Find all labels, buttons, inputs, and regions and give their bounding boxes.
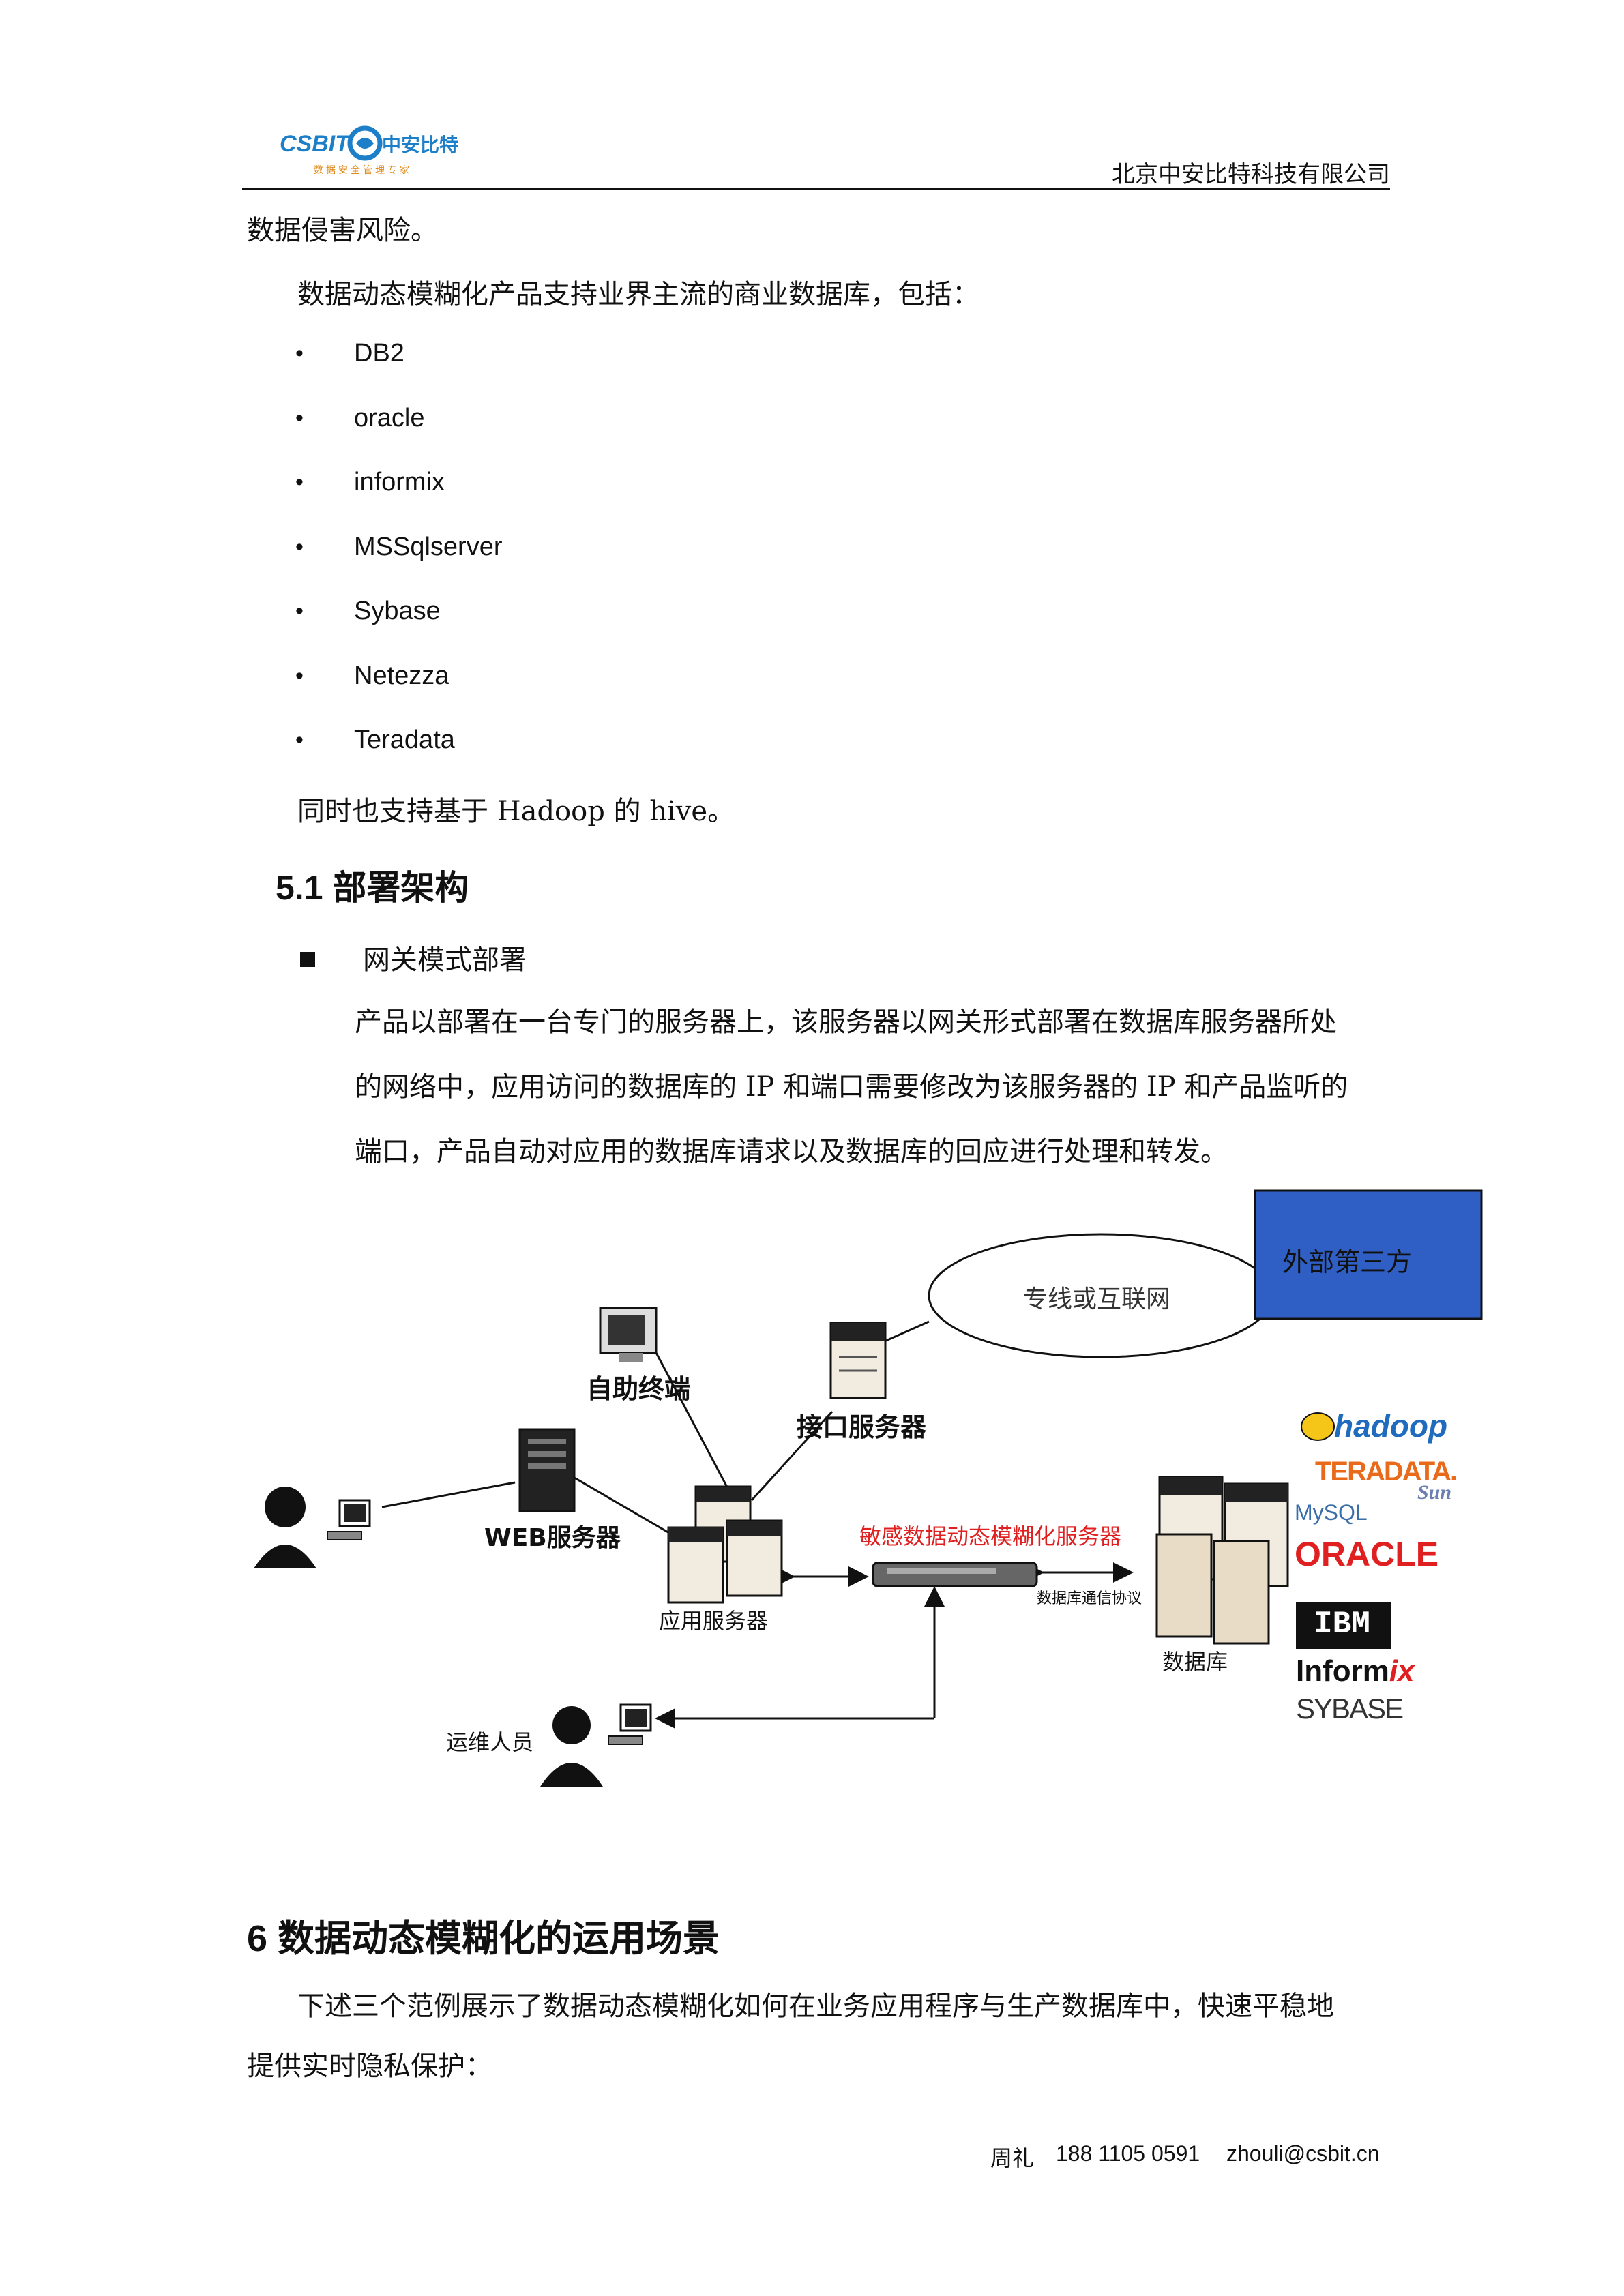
interface-server-icon xyxy=(829,1322,887,1399)
user-icon xyxy=(254,1487,316,1568)
database-label: 数据库 xyxy=(1162,1649,1228,1675)
ibm-logo: IBM xyxy=(1314,1607,1370,1642)
link-kiosk-app xyxy=(653,1350,733,1495)
mode-desc-line-3: 端口，产品自动对应用的数据库请求以及数据库的回应进行处理和转发。 xyxy=(355,1136,1228,1167)
kiosk-icon xyxy=(599,1307,658,1362)
footer-name: 周礼 xyxy=(990,2146,1035,2171)
ops-label: 运维人员 xyxy=(446,1729,534,1755)
paragraph-4-line-2: 提供实时隐私保护： xyxy=(247,2051,492,2082)
paragraph-4-line-1: 下述三个范例展示了数据动态模糊化如何在业务应用程序与生产数据库中，快速平稳地 xyxy=(297,1991,1334,2022)
ops-user-icon xyxy=(540,1706,603,1787)
logo-subtitle: 数据安全管理专家 xyxy=(314,164,412,176)
square-bullet-icon xyxy=(300,952,315,967)
network-label: 专线或互联网 xyxy=(1023,1285,1171,1313)
ops-pc-icon xyxy=(608,1703,652,1745)
mask-server-icon xyxy=(872,1562,1038,1587)
database-server-icon xyxy=(1155,1476,1289,1645)
interface-server-label: 接口服务器 xyxy=(797,1412,927,1442)
sun-logo: Sun xyxy=(1417,1481,1452,1504)
deployment-diagram: 外部第三方 专线或互联网 自助终端 接口服务器 WEB服务器 应用服务器 敏感数… xyxy=(246,1187,1487,1800)
web-server-icon xyxy=(518,1428,576,1512)
third-party-box xyxy=(1254,1189,1483,1320)
mask-server-label: 敏感数据动态模糊化服务器 xyxy=(859,1523,1122,1549)
app-server-icon xyxy=(667,1485,783,1604)
paragraph-2: 数据动态模糊化产品支持业界主流的商业数据库，包括： xyxy=(297,279,979,310)
kiosk-label: 自助终端 xyxy=(587,1374,691,1404)
informix-logo: Informix xyxy=(1296,1654,1415,1688)
hadoop-elephant-icon xyxy=(1301,1412,1335,1441)
web-server-label: WEB服务器 xyxy=(484,1524,621,1552)
mode-title: 网关模式部署 xyxy=(363,944,527,976)
link-interface-app xyxy=(750,1410,833,1502)
logo-wordmark: CSBIT xyxy=(280,131,351,157)
ibm-logo-box xyxy=(1296,1602,1391,1649)
footer-phone: 188 1105 0591 xyxy=(1056,2141,1200,2166)
header-divider xyxy=(242,188,1390,190)
link-interface-network xyxy=(879,1320,930,1345)
hadoop-logo: hadoop xyxy=(1334,1408,1448,1444)
mode-desc-line-2: 的网络中，应用访问的数据库的 IP 和端口需要修改为该服务器的 IP 和产品监听… xyxy=(355,1071,1348,1103)
sybase-logo: SYBASE xyxy=(1296,1693,1404,1725)
mysql-logo: MySQL xyxy=(1295,1500,1368,1525)
company-name: 北京中安比特科技有限公司 xyxy=(1112,161,1390,188)
paragraph-1: 数据侵害风险。 xyxy=(247,215,438,246)
footer-email: zhouli@csbit.cn xyxy=(1226,2141,1380,2166)
company-logo: CSBIT 中安比特 数据安全管理专家 xyxy=(280,117,458,179)
third-party-label: 外部第三方 xyxy=(1282,1247,1413,1277)
teradata-logo: TERADATA. xyxy=(1315,1457,1458,1487)
protocol-label: 数据库通信协议 xyxy=(1037,1590,1142,1607)
mode-desc-line-1: 产品以部署在一台专门的服务器上，该服务器以网关形式部署在数据库服务器所处 xyxy=(355,1007,1337,1038)
section-heading-6: 6 数据动态模糊化的运用场景 xyxy=(247,1918,720,1959)
oracle-logo: ORACLE xyxy=(1295,1535,1439,1573)
app-server-label: 应用服务器 xyxy=(659,1608,769,1634)
logo-cn: 中安比特 xyxy=(382,134,458,156)
user-pc-icon xyxy=(327,1499,371,1540)
paragraph-3: 同时也支持基于 Hadoop 的 hive。 xyxy=(297,796,735,827)
link-user-web xyxy=(381,1481,516,1508)
section-heading-5-1: 5.1 部署架构 xyxy=(276,869,469,907)
